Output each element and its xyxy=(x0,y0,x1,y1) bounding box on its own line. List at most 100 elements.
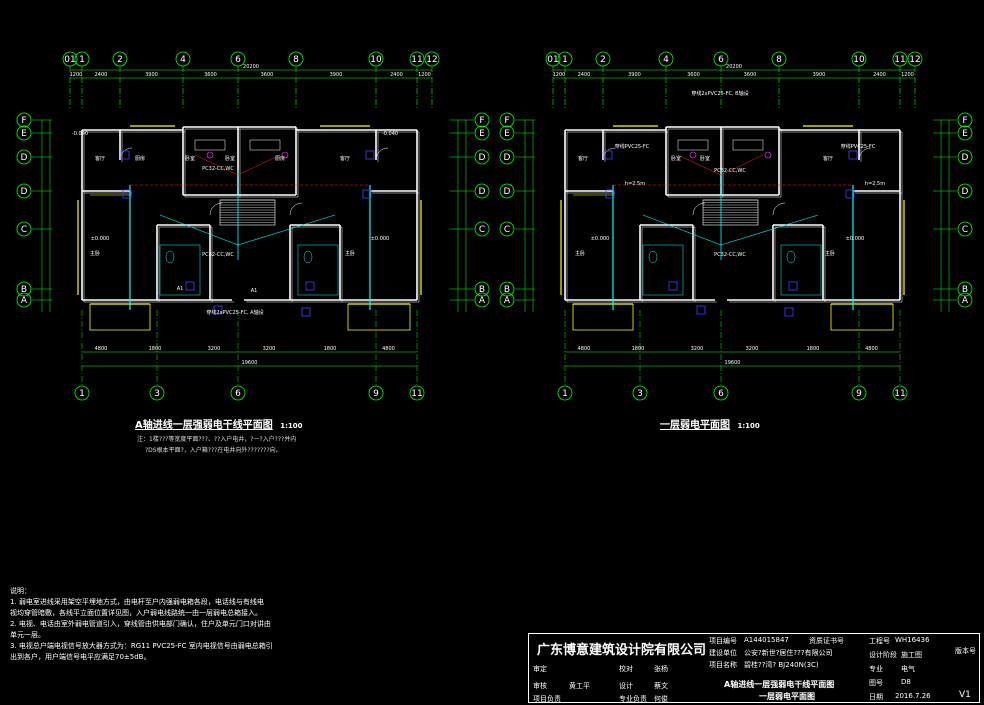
axis-label: A xyxy=(504,296,511,306)
sheet-label: 图号 xyxy=(869,679,883,687)
left-plan-notes: 注：1楼???等宽度平面???、??入户电井，?一?入户???并内 ?DS根本平… xyxy=(137,434,296,456)
axis-label: 4 xyxy=(663,55,669,65)
axis-label: 6 xyxy=(235,389,241,399)
left-label: A1 xyxy=(177,286,184,292)
dimension-text: 3900 xyxy=(628,72,641,78)
axis-label: D xyxy=(962,153,969,163)
left-label: 客厅 xyxy=(340,155,350,162)
left-plan-title: A轴进线一层强弱电干线平面图 1:100 xyxy=(135,416,303,431)
device-box xyxy=(696,305,706,315)
bay-window xyxy=(347,304,411,331)
axis-label: D xyxy=(21,153,28,163)
axis-bubble xyxy=(149,385,165,401)
date-label: 日期 xyxy=(869,693,883,701)
axis-bubble xyxy=(230,385,246,401)
axis-bubble xyxy=(409,385,425,401)
device-box xyxy=(120,150,130,160)
dimension-text: 2400 xyxy=(95,72,108,78)
axis-bubble xyxy=(16,112,32,128)
device-box xyxy=(605,189,615,199)
axis-bubble xyxy=(474,292,490,308)
axis-bubble xyxy=(713,51,729,67)
role-5: 设计 xyxy=(619,682,633,690)
outlet-marker xyxy=(764,151,772,159)
right-plan-title: 一层弱电平面图 1:100 xyxy=(660,416,760,431)
counter xyxy=(249,139,281,151)
toilet-fixture xyxy=(786,250,796,264)
axis-bubble xyxy=(474,149,490,165)
right-label: ±0.000 xyxy=(846,236,865,242)
axis-label: 9 xyxy=(856,389,862,399)
axis-bubble xyxy=(62,51,78,67)
axis-bubble xyxy=(175,51,191,67)
axis-label: 01 xyxy=(64,55,75,65)
left-label: 卧室 xyxy=(185,155,195,162)
drawing-title-2: 一层弱电平面图 xyxy=(759,692,815,701)
drawing-title-1: A轴进线一层强弱电干线平面图 xyxy=(724,680,835,689)
axis-label: E xyxy=(21,129,27,139)
axis-bubble xyxy=(16,125,32,141)
stair xyxy=(219,199,276,226)
axis-bubble xyxy=(907,51,923,67)
left-plan-note-2: ?DS根本平面?，入户箱???在电井向外???????向。 xyxy=(145,447,282,454)
right-plan-title-text: 一层弱电平面图 xyxy=(660,420,730,431)
dimension-text: 1200 xyxy=(901,72,914,78)
conduit xyxy=(720,214,819,246)
project: 碧桂??湾? BJ240N(3C) xyxy=(744,661,819,669)
axis-bubble xyxy=(957,112,973,128)
axis-bubble xyxy=(474,221,490,237)
axis-label: 3 xyxy=(637,389,643,399)
notes-line-2: 视均穿管暗敷，各线平立面位置详见图，入户弱电线路统一由一层弱电总箱接入。 xyxy=(10,609,262,617)
left-plan-scale: 1:100 xyxy=(280,422,303,430)
axis-label: 11 xyxy=(411,55,422,65)
axis-bubble xyxy=(368,385,384,401)
dimension-text: 1200 xyxy=(553,72,566,78)
company-name: 广东博意建筑设计院有限公司 xyxy=(537,643,707,658)
axis-bubble xyxy=(557,385,573,401)
axis-label: 1 xyxy=(562,55,568,65)
axis-bubble xyxy=(892,51,908,67)
toilet-room xyxy=(780,244,822,296)
right-label: h=2.5m xyxy=(625,181,645,187)
dimension-text: 3600 xyxy=(261,72,274,78)
axis-label: 1 xyxy=(79,389,85,399)
door-swing xyxy=(209,202,223,216)
dimension-text: 4800 xyxy=(95,346,108,352)
right-label: 卧室 xyxy=(671,155,681,162)
project-label: 项目名称 xyxy=(709,661,737,669)
device-box xyxy=(788,281,798,291)
door-swing xyxy=(602,147,616,161)
axis-bubble xyxy=(16,292,32,308)
dimension-text: 4800 xyxy=(382,346,395,352)
axis-label: D xyxy=(504,153,511,163)
right-label: 穿线PVC25-FC xyxy=(841,143,876,150)
dimension-text: 2400 xyxy=(390,72,403,78)
axis-bubble xyxy=(957,125,973,141)
dimension-text: 2400 xyxy=(873,72,886,78)
device-box xyxy=(365,150,375,160)
axis-label: 2 xyxy=(117,55,123,65)
axis-bubble xyxy=(424,51,440,67)
axis-label: 8 xyxy=(293,55,299,65)
axis-label: 1 xyxy=(562,389,568,399)
axis-bubble xyxy=(957,281,973,297)
door-swing xyxy=(289,202,303,216)
axis-bubble xyxy=(499,221,515,237)
left-label: 主卧 xyxy=(345,250,355,257)
conduit xyxy=(159,214,239,246)
axis-bubble xyxy=(957,183,973,199)
dimension-text: 3200 xyxy=(746,346,759,352)
right-label: 主卧 xyxy=(575,250,585,257)
dimension-total: 19600 xyxy=(242,360,258,366)
outlet-marker xyxy=(281,151,289,159)
axis-bubble xyxy=(499,183,515,199)
axis-bubble xyxy=(499,112,515,128)
wiring xyxy=(194,154,239,176)
role-2: 审核 xyxy=(533,682,547,690)
title-block: 广东博意建筑设计院有限公司 审定 黄工平 审核 项目负责 校对 张杨 设计 蔡文… xyxy=(528,633,980,703)
axis-label: A xyxy=(21,296,28,306)
left-label: 卧室 xyxy=(225,155,235,162)
dimension-text: 3200 xyxy=(263,346,276,352)
